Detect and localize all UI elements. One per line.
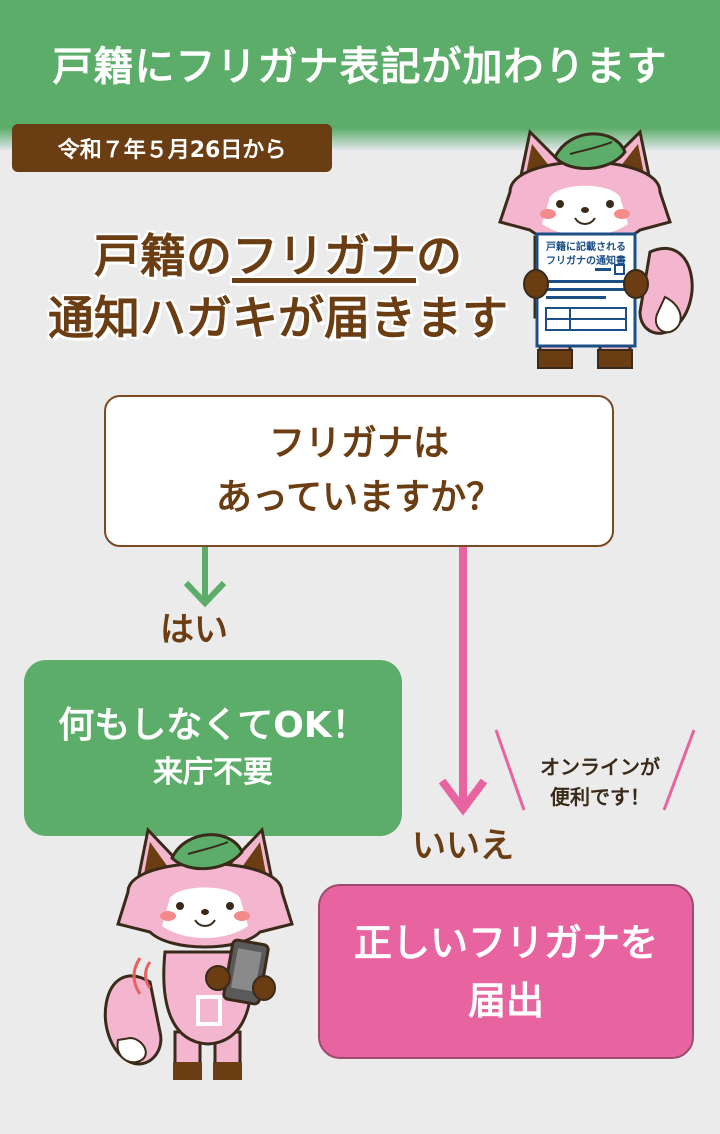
yes-label: はい — [160, 610, 228, 650]
question-box: フリガナは あっていますか？ — [104, 395, 614, 547]
question-line2: あっていますか？ — [215, 477, 503, 518]
question-line1: フリガナは — [268, 423, 449, 464]
yes-sub-text: 来庁不要 — [153, 755, 273, 790]
no-line2: 届出 — [467, 978, 544, 1023]
headline: 戸籍のフリガナの 通知ハガキが届きます — [28, 225, 528, 349]
headline-highlight: フリガナ — [232, 229, 416, 283]
online-note: オンラインが 便利です！ — [520, 752, 680, 812]
fox-mascot-with-smartphone — [103, 826, 294, 1080]
no-label: いいえ — [412, 826, 514, 866]
yes-arrow — [183, 547, 227, 608]
yes-main-text: 何もしなくてOK！ — [58, 705, 368, 746]
date-badge: 令和７年５月26日から — [12, 124, 332, 172]
page-title: 戸籍にフリガナ表記が加わります — [52, 44, 668, 90]
headline-line2: 通知ハガキが届きます — [48, 291, 508, 345]
online-note-line1: オンラインが — [540, 755, 660, 779]
no-result-box: 正しいフリガナを 届出 — [318, 884, 694, 1059]
fox-mascot-holding-notice: 戸籍に記載される フリガナの通知書 — [498, 128, 694, 369]
no-line1: 正しいフリガナを — [353, 920, 658, 965]
no-arrow — [438, 547, 488, 816]
notice-card-line1: 戸籍に記載される — [546, 240, 626, 253]
online-note-lines — [494, 729, 696, 811]
headline-part1: 戸籍の — [94, 229, 232, 283]
online-note-line2: 便利です！ — [550, 785, 650, 809]
notice-card-line2: フリガナの通知書 — [546, 254, 626, 267]
yes-result-box: 何もしなくてOK！ 来庁不要 — [24, 660, 402, 836]
headline-part2: の — [416, 229, 462, 283]
